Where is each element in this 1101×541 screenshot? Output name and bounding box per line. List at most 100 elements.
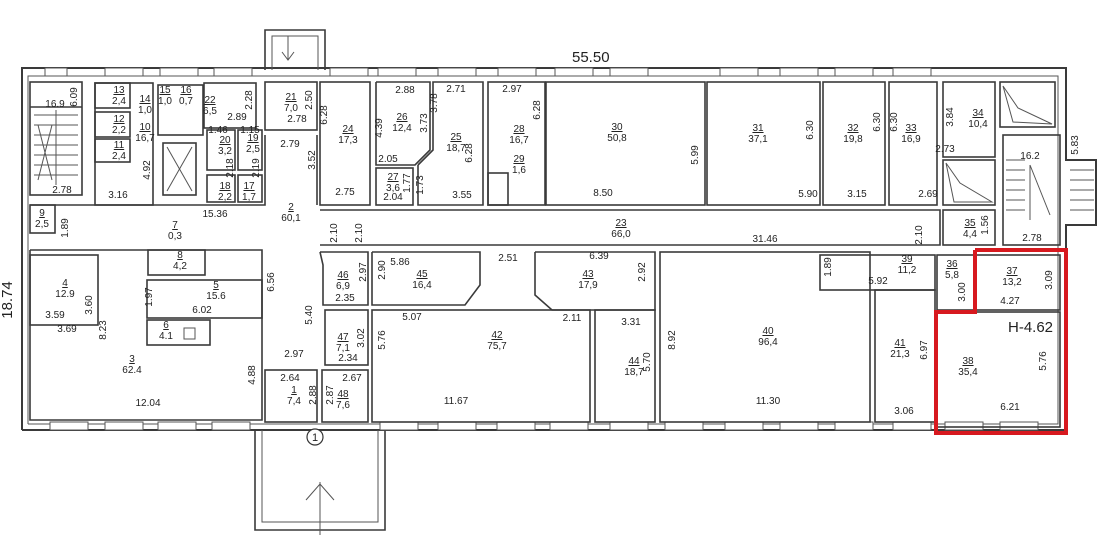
dimension-label: 3.06	[894, 406, 914, 417]
dimension-label: 2.97	[284, 349, 304, 360]
dimension-label: 6.30	[889, 112, 900, 132]
room-number: 47	[337, 332, 349, 343]
room-number: 23	[615, 218, 627, 229]
dimension-label: 2.97	[358, 262, 369, 282]
room-number: 20	[219, 135, 231, 146]
dimension-label: 2.51	[498, 253, 518, 264]
dimension-label: 2.78	[52, 185, 72, 196]
dimension-label: 2.10	[329, 223, 340, 243]
room-label: 217,0	[284, 92, 298, 114]
room-area: 1,0	[138, 105, 152, 116]
room-label: 260,1	[281, 202, 301, 224]
dimension-label: 2.89	[227, 112, 247, 123]
room-area: 4,4	[963, 229, 977, 240]
dimension-label: 2.50	[304, 90, 315, 110]
room-number: 29	[513, 154, 525, 165]
room-number: 18	[219, 181, 231, 192]
room-number: 22	[204, 95, 216, 106]
room-area: 62.4	[122, 365, 142, 376]
dimension-label: 8.50	[593, 188, 613, 199]
room-number: 19	[247, 133, 259, 144]
room-area: 4,2	[173, 261, 187, 272]
room-number: 15	[159, 85, 171, 96]
room-label: 412.9	[55, 278, 75, 300]
total-width-label: 18.74	[0, 281, 16, 319]
room-label: 273,6	[386, 172, 400, 194]
dimension-label: 2.11	[563, 313, 582, 324]
room-number: 44	[628, 356, 640, 367]
dimension-label: 2.87	[325, 385, 336, 405]
room-area: 3,2	[218, 146, 232, 157]
room-label: 70,3	[168, 220, 182, 242]
room-area: 18,7	[624, 367, 644, 378]
room-area: 10,4	[968, 119, 988, 130]
dimension-label: 4.39	[374, 118, 385, 138]
room-label: 16.9	[45, 99, 65, 110]
dimension-label: 3.00	[957, 282, 968, 302]
dimension-label: 2.75	[335, 187, 355, 198]
dimension-label: 4.27	[1000, 296, 1020, 307]
room-area: 60,1	[281, 213, 301, 224]
dimension-label: 5.76	[377, 330, 388, 350]
room-area: 17,9	[578, 280, 598, 291]
dimension-label: 2.71	[446, 84, 466, 95]
room-label: 132,4	[112, 85, 126, 107]
room-number: 4	[62, 278, 68, 289]
room-number: 32	[847, 123, 859, 134]
room-area: 16,4	[412, 280, 432, 291]
room-area: 16,9	[901, 134, 921, 145]
dimension-label: 6.28	[464, 143, 475, 163]
dimension-label: 1.15	[240, 125, 260, 136]
dimension-label: 12.04	[135, 398, 160, 409]
dimension-label: 1.97	[144, 287, 155, 307]
dimension-label: 5.90	[798, 189, 818, 200]
room-label: 362.4	[122, 354, 142, 376]
dimension-label: 2.97	[502, 84, 522, 95]
dimension-label: 2.88	[308, 385, 319, 405]
room-number: 17	[243, 181, 255, 192]
room-label: 112,4	[112, 140, 126, 162]
dimension-label: 2.79	[280, 139, 300, 150]
dimension-label: 11.30	[756, 396, 781, 407]
room-number: 5	[213, 280, 219, 291]
highlight-label: Н-4.62	[1008, 319, 1053, 336]
dimension-label: 5.40	[304, 305, 315, 325]
room-number: 1	[291, 385, 297, 396]
dimension-label: 1.89	[823, 257, 834, 277]
dimension-label: 3.52	[307, 150, 318, 170]
dimension-label: 1.73	[415, 175, 426, 195]
dimension-label: 5.83	[1070, 135, 1081, 155]
room-labels: 16.9132,4122,2112,4141,0151,0160,71016,7…	[35, 85, 1040, 411]
room-number: 7	[172, 220, 178, 231]
room-number: 48	[337, 389, 349, 400]
dimension-label: 2.19	[251, 158, 262, 178]
room-number: 8	[177, 250, 183, 261]
room-number: 41	[894, 338, 906, 349]
room-label: 92,5	[35, 208, 49, 230]
room-number: 46	[337, 270, 349, 281]
dimension-label: 2.34	[338, 353, 358, 364]
entrance-marker: 1	[306, 428, 324, 446]
dimension-label: 2.35	[335, 293, 355, 304]
dimension-label: 2.92	[637, 262, 648, 282]
dimension-label: 2.18	[225, 158, 236, 178]
room-label: 226,5	[203, 95, 217, 117]
dimension-label: 3.09	[1044, 270, 1055, 290]
room-area: 12.9	[55, 289, 75, 300]
room-area: 37,1	[748, 134, 768, 145]
room-number: 43	[582, 269, 594, 280]
dimension-label: 3.16	[108, 190, 128, 201]
room-number: 9	[39, 208, 45, 219]
room-area: 11,2	[898, 265, 917, 276]
dimension-label: 5.86	[390, 257, 410, 268]
room-label: 16.2	[1020, 151, 1040, 162]
